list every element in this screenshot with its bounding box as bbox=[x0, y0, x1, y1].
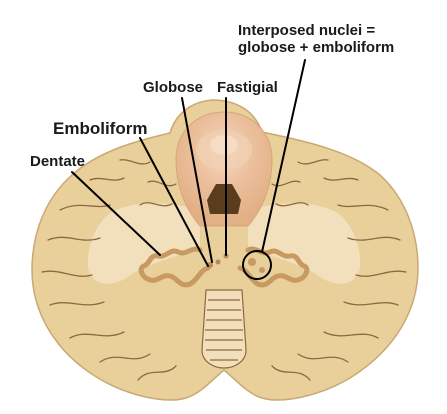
emboliform-label: Emboliform bbox=[53, 119, 148, 138]
interposed-nucleus-right-a bbox=[248, 258, 256, 266]
fastigial-label: Fastigial bbox=[217, 79, 278, 96]
folia-left bbox=[41, 159, 177, 381]
leader-interposed bbox=[261, 59, 306, 253]
leader-emboliform bbox=[139, 137, 209, 267]
white-matter-right bbox=[248, 203, 361, 284]
folia-right bbox=[271, 159, 407, 381]
interposed-label-line-2: globose + emboliform bbox=[238, 39, 395, 57]
dentate-label: Dentate bbox=[30, 153, 86, 170]
interposed-nucleus-right-b bbox=[259, 267, 265, 273]
interposed-nuclei-label: Interposed nuclei = globose + emboliform bbox=[238, 22, 394, 57]
brainstem-stack bbox=[201, 289, 247, 369]
dentate-nucleus-left bbox=[138, 246, 211, 288]
interposed-highlight-circle bbox=[242, 250, 272, 280]
leader-dentate bbox=[71, 171, 161, 256]
interposed-label-line-1: Interposed nuclei = bbox=[238, 22, 376, 39]
vermis-core bbox=[210, 135, 238, 155]
globose-nucleus bbox=[215, 259, 221, 265]
dentate-nucleus-right bbox=[237, 246, 310, 288]
fourth-ventricle bbox=[207, 184, 241, 214]
leader-lines bbox=[71, 59, 306, 267]
white-matter bbox=[87, 203, 200, 284]
globose-label: Globose bbox=[143, 79, 204, 96]
leader-globose bbox=[181, 97, 213, 263]
